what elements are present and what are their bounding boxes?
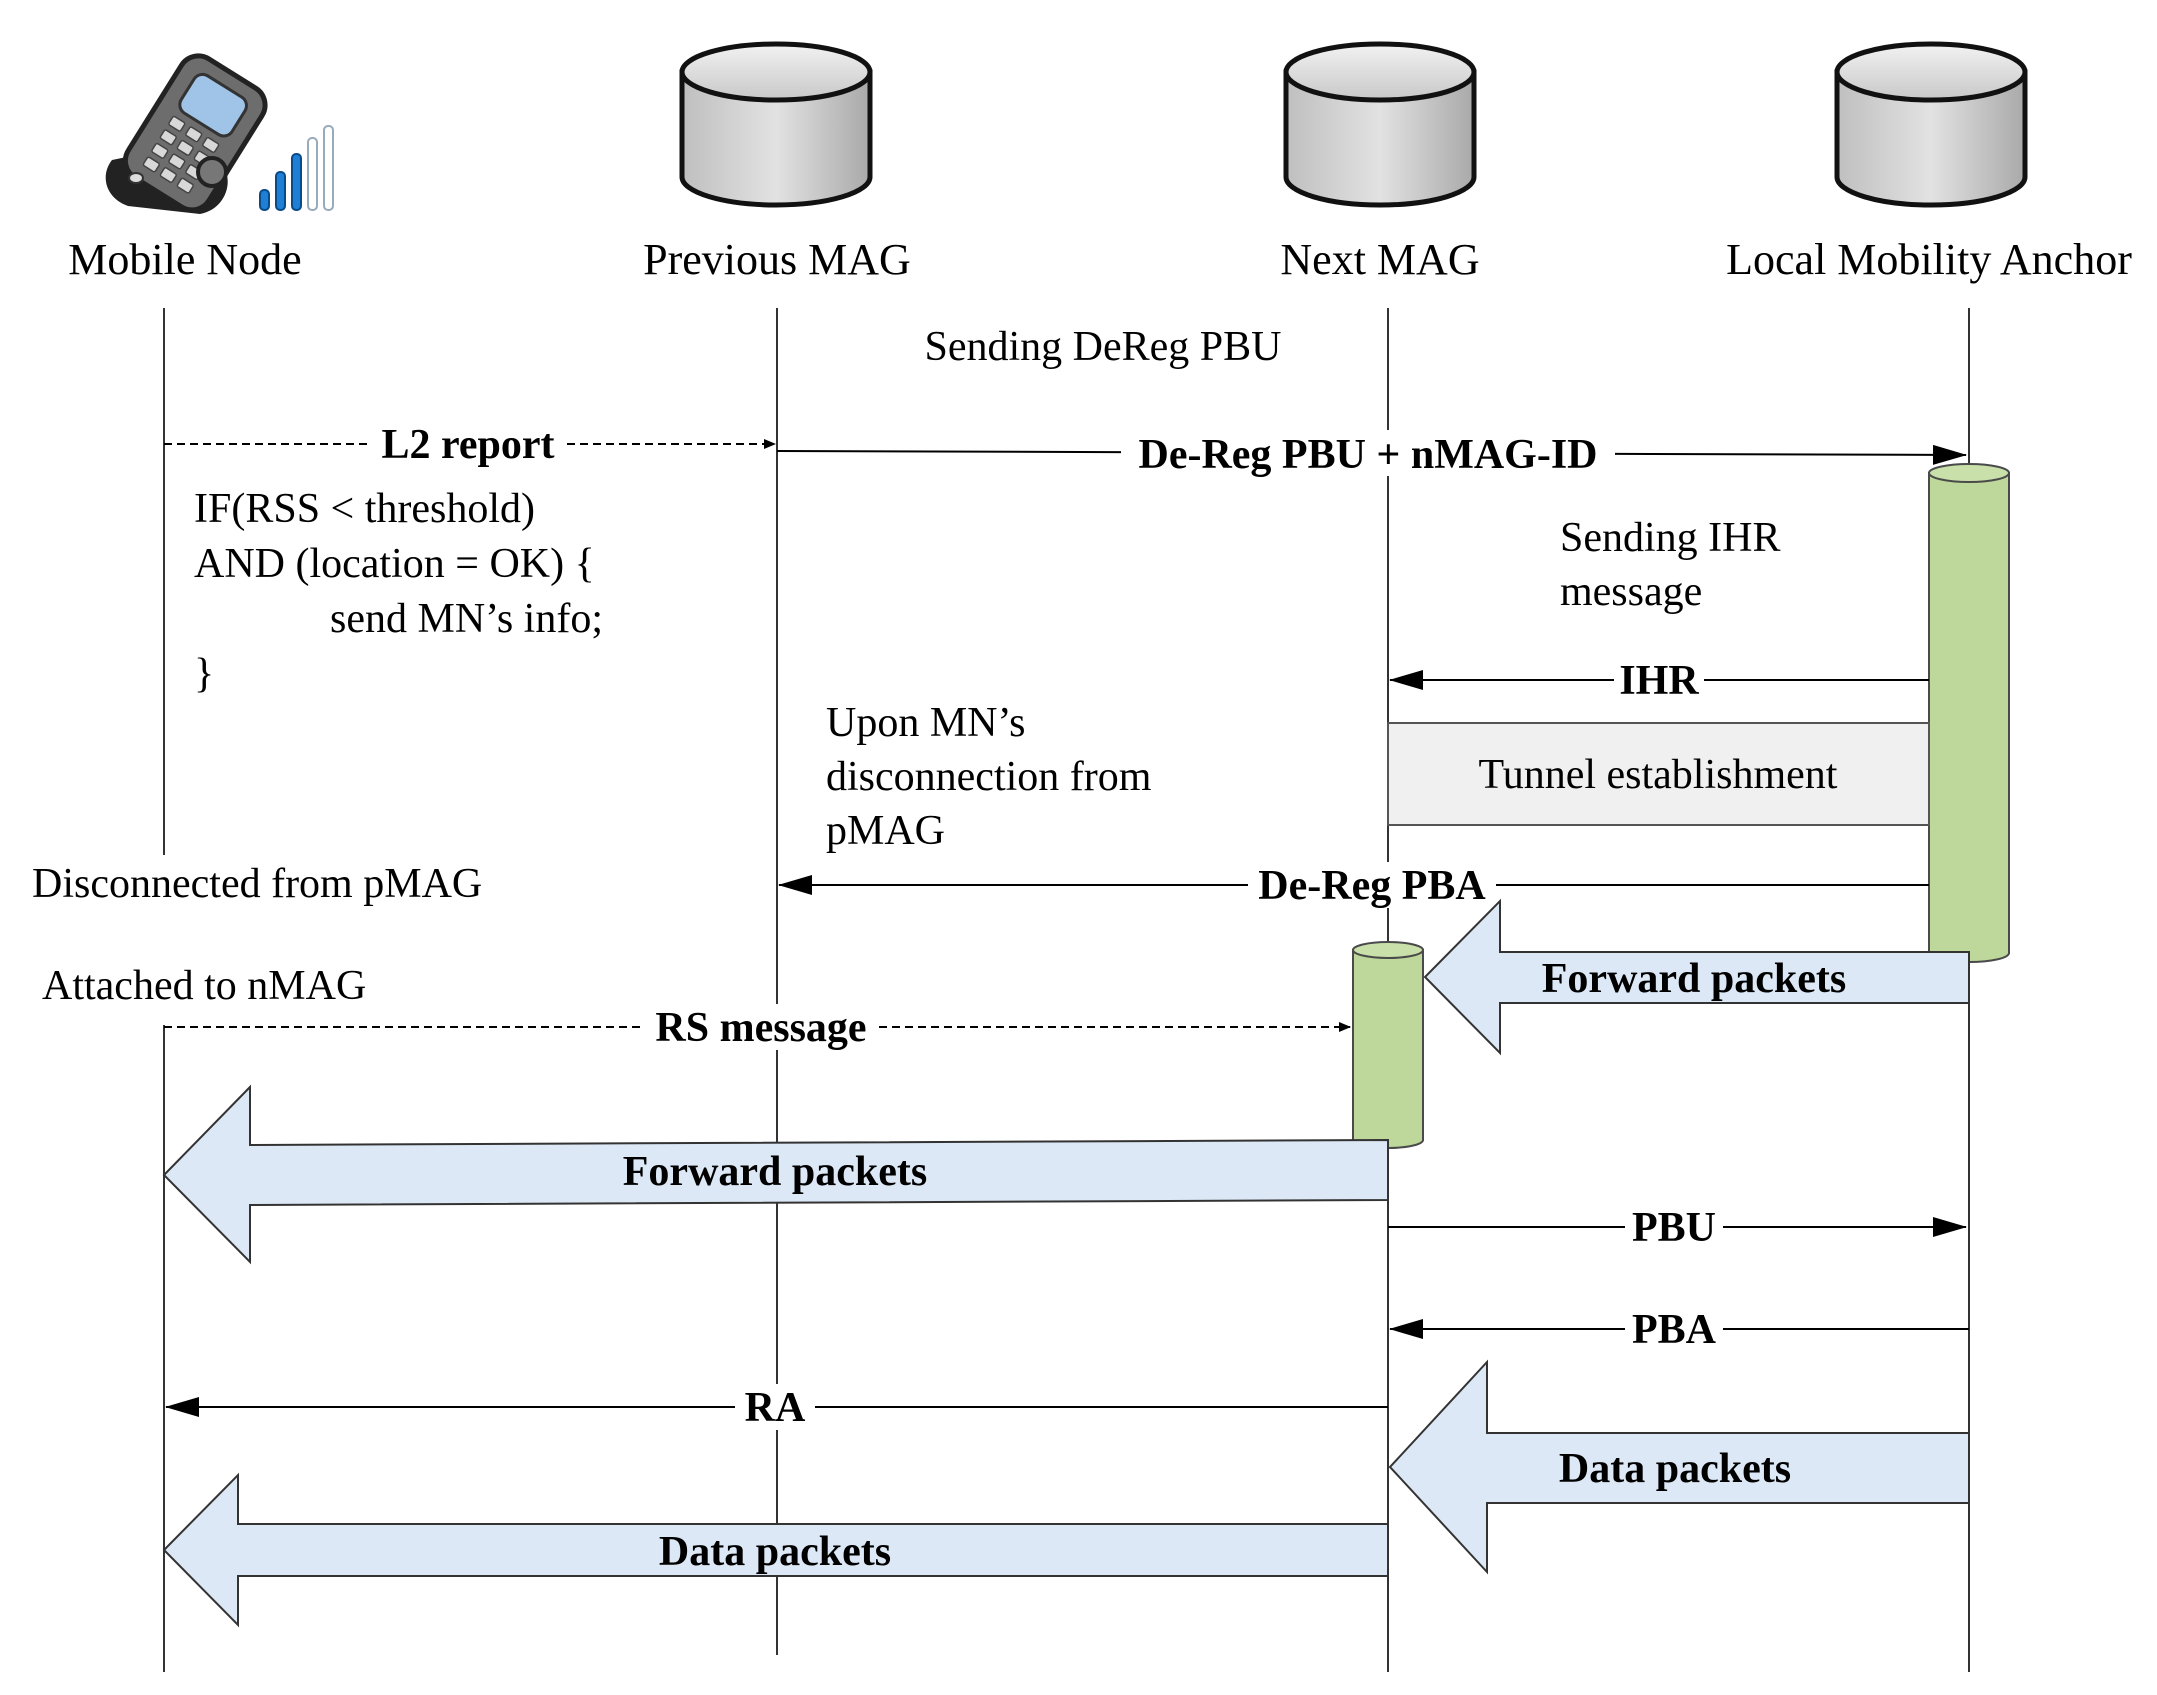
forward-packets-lma-arrow: Forward packets (1423, 898, 1970, 1056)
note-upon-2: disconnection from (826, 754, 1152, 800)
code-line-4: } (194, 651, 214, 697)
actor-previous-mag: Previous MAG (643, 235, 911, 284)
message-dereg-pba: De-Reg PBA (778, 862, 1929, 909)
next-mag-activation-bar (1352, 941, 1424, 1149)
next-mag-database-icon (1283, 41, 1477, 208)
data-packets-lma-label: Data packets (1559, 1446, 1791, 1492)
message-ra: RA (165, 1384, 1388, 1431)
note-upon-3: pMAG (826, 808, 945, 854)
previous-mag-database-icon (679, 41, 873, 208)
mobile-phone-icon (105, 53, 268, 214)
actor-lma: Local Mobility Anchor (1726, 235, 2132, 284)
rs-message-label: RS message (655, 1005, 866, 1051)
message-rs: RS message (164, 1004, 1351, 1051)
note-attached: Attached to nMAG (42, 963, 366, 1009)
lma-activation-bar (1928, 463, 2010, 963)
forward-packets-mn-label: Forward packets (623, 1149, 927, 1195)
forward-packets-mn-arrow: Forward packets (162, 1084, 1389, 1265)
note-disconnected: Disconnected from pMAG (32, 861, 482, 907)
data-packets-mn-arrow: Data packets (162, 1472, 1389, 1628)
signal-strength-icon (259, 125, 334, 211)
note-sending-ihr-2: message (1560, 569, 1702, 615)
code-line-3: send MN’s info; (330, 596, 603, 642)
note-sending-dereg: Sending DeReg PBU (925, 324, 1282, 370)
dereg-pba-label: De-Reg PBA (1258, 863, 1486, 909)
tunnel-establishment-label: Tunnel establishment (1479, 752, 1838, 798)
tunnel-establishment-box (1387, 722, 1930, 826)
dereg-pbu-label: De-Reg PBU + nMAG-ID (1138, 432, 1597, 478)
note-upon-1: Upon MN’s (826, 700, 1026, 746)
message-pba: PBA (1389, 1306, 1969, 1353)
actor-mobile-node: Mobile Node (68, 235, 301, 284)
data-packets-mn-label: Data packets (659, 1529, 891, 1575)
message-pbu: PBU (1388, 1204, 1967, 1251)
code-line-1: IF(RSS < threshold) (194, 486, 535, 532)
actor-next-mag: Next MAG (1280, 235, 1479, 284)
message-l2-report: L2 report (164, 420, 776, 468)
message-dereg-pbu: De-Reg PBU + nMAG-ID (776, 430, 1967, 478)
code-line-2: AND (location = OK) { (194, 541, 595, 587)
ra-label: RA (745, 1385, 806, 1431)
forward-packets-lma-label: Forward packets (1542, 956, 1846, 1002)
code-note: IF(RSS < threshold) AND (location = OK) … (194, 486, 603, 697)
data-packets-lma-arrow: Data packets (1388, 1359, 1970, 1575)
note-sending-ihr-1: Sending IHR (1560, 515, 1781, 561)
pba-label: PBA (1632, 1307, 1717, 1353)
message-ihr: IHR (1389, 658, 1929, 704)
lma-database-icon (1834, 41, 2028, 208)
pbu-label: PBU (1632, 1205, 1716, 1251)
l2-report-label: L2 report (381, 422, 554, 468)
ihr-label: IHR (1619, 658, 1699, 704)
